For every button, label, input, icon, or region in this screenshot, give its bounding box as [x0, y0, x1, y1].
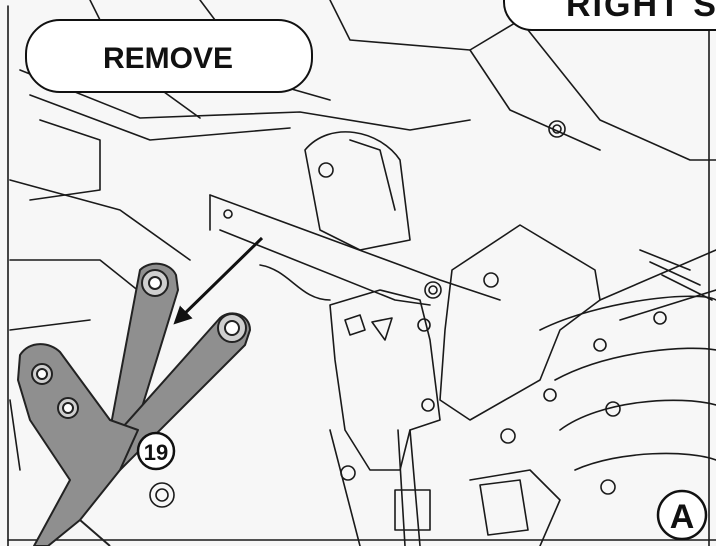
arrow-down-left-icon	[173, 236, 264, 325]
remove-callout: REMOVE	[25, 19, 313, 93]
side-title: RIGHT SI	[566, 0, 716, 24]
bracket-part-19	[17, 262, 251, 546]
view-letter-badge: A	[656, 489, 708, 541]
remove-label: REMOVE	[103, 42, 233, 75]
part-number-label: 19	[144, 440, 168, 465]
part-number-badge: 19	[136, 431, 176, 471]
side-title-tab: RIGHT SI	[503, 0, 716, 31]
view-letter-label: A	[670, 498, 695, 536]
